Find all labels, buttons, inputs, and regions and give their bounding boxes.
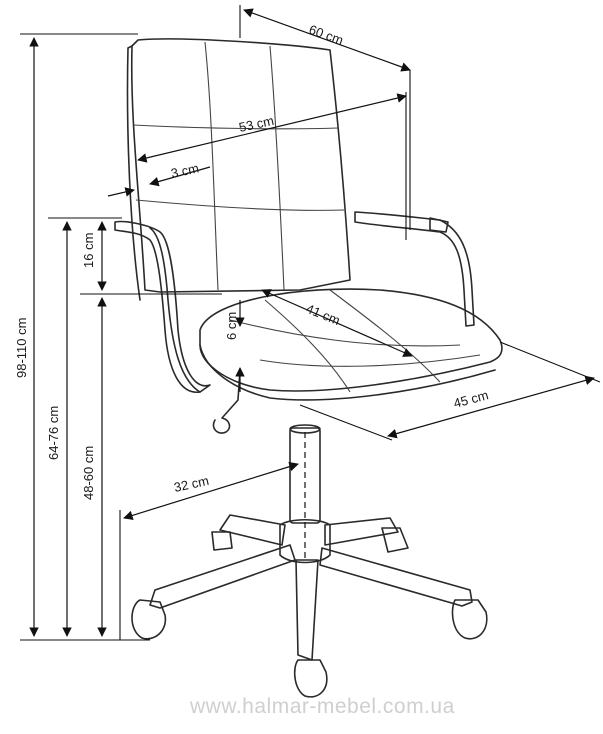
dim-armrest-floor-height: 64-76 cm bbox=[46, 221, 72, 637]
dim-label-armrest-width: 3 cm bbox=[170, 160, 201, 181]
dim-label-seat-width: 45 cm bbox=[452, 387, 490, 411]
backrest bbox=[130, 38, 351, 293]
dim-base-radius: 32 cm bbox=[119, 432, 306, 640]
dim-label-base-radius: 32 cm bbox=[173, 473, 211, 495]
watermark: www.halmar-mebel.com.ua bbox=[189, 695, 455, 718]
dim-seat-depth: 41 cm bbox=[261, 289, 413, 357]
dim-label-seat-height: 48-60 cm bbox=[81, 446, 96, 500]
dim-seat-width: 45 cm bbox=[299, 341, 601, 441]
dim-total-height: 98-110 cm bbox=[14, 33, 150, 641]
dim-label-total-height: 98-110 cm bbox=[14, 318, 29, 378]
seat-cushion bbox=[199, 288, 503, 392]
dim-label-armrest-floor-height: 64-76 cm bbox=[46, 406, 61, 460]
dim-seat-height: 48-60 cm bbox=[81, 297, 107, 637]
dim-label-seat-thickness: 6 cm bbox=[224, 312, 239, 340]
dim-armrest-height: 16 cm bbox=[48, 217, 222, 295]
chair-illustration bbox=[114, 38, 503, 698]
dim-armrest-width: 3 cm bbox=[107, 160, 211, 197]
chair-base bbox=[131, 514, 488, 698]
dim-label-armrest-height: 16 cm bbox=[81, 233, 96, 268]
dim-label-backrest-width: 53 cm bbox=[238, 113, 276, 135]
dim-backrest-width: 53 cm bbox=[137, 92, 407, 240]
dim-seat-thickness: 6 cm bbox=[224, 300, 245, 392]
left-armrest bbox=[114, 220, 211, 393]
dim-label-width-top: 60 cm bbox=[307, 22, 345, 48]
dim-label-seat-depth: 41 cm bbox=[304, 301, 342, 328]
right-armrest bbox=[354, 211, 475, 327]
